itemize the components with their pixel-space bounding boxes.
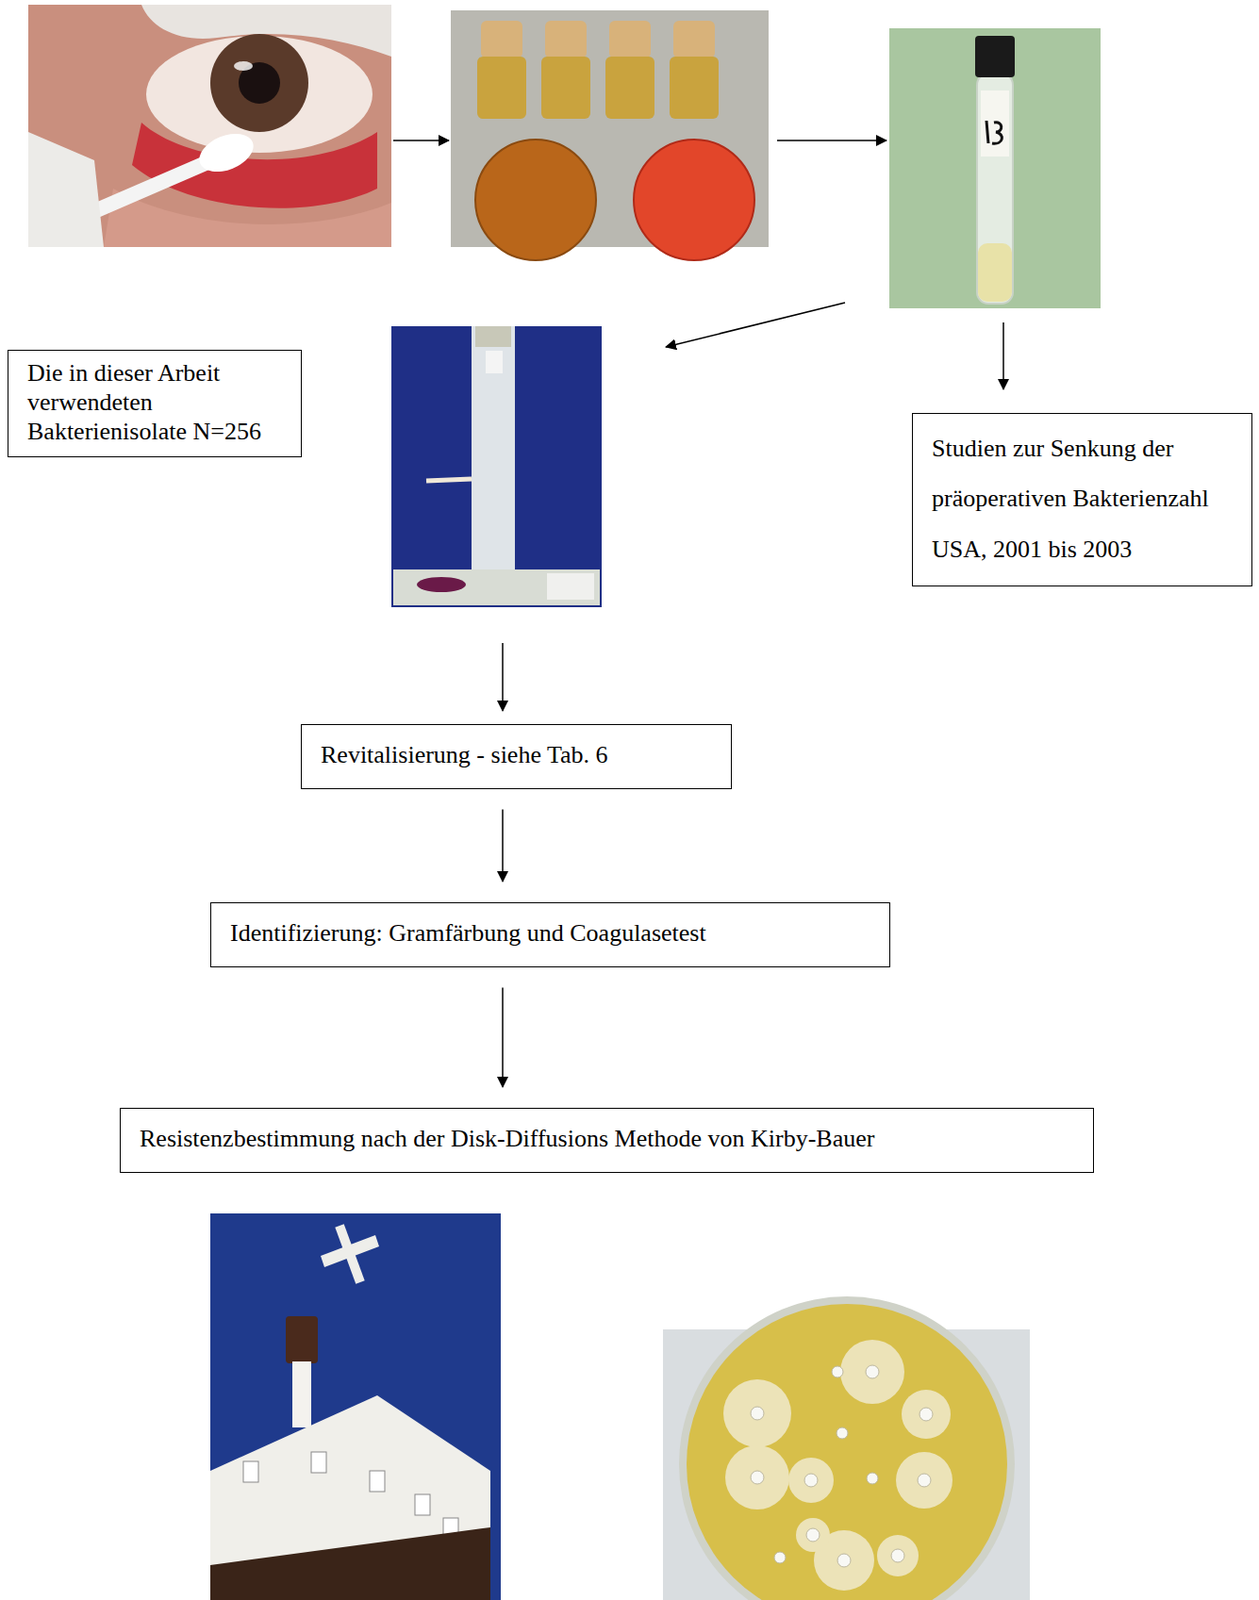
box-text: Resistenzbestimmung nach der Disk-Diffus… (139, 1124, 1084, 1156)
tube-slide-photo-part (393, 569, 600, 606)
culture-media-photo-part (475, 139, 597, 261)
note-box: Studien zur Senkung der präoperativen Ba… (911, 413, 1253, 587)
agar-plate-photo-part (723, 1379, 792, 1448)
eye-swab-photo-part (193, 126, 259, 180)
tube-slide-photo-part (426, 479, 472, 481)
broth-tube-photo-part (975, 35, 1015, 78)
agar-plate-photo-part (831, 1366, 844, 1378)
broth-tube-photo-part (977, 73, 1013, 304)
culture-media-photo-part (541, 56, 591, 119)
agar-plate-photo (662, 1296, 1030, 1600)
disk-dispenser-photo-part (339, 1225, 361, 1283)
agar-plate-photo-part (750, 1471, 764, 1485)
agar-plate-photo-part (788, 1457, 834, 1504)
agar-plate-photo-part (901, 1390, 951, 1440)
agar-plate-photo-part (795, 1518, 830, 1553)
tube-slide-photo-part (485, 350, 503, 374)
disk-dispenser-photo-part (210, 1527, 491, 1600)
flow-arrow (501, 988, 504, 1089)
tube-slide-photo (391, 326, 602, 608)
culture-media-photo-part (545, 20, 587, 59)
box-text: Die in dieser Arbeit verwendeten Bakteri… (27, 358, 292, 448)
box-text: Identifizierung: Gramfärbung und Coagula… (230, 918, 880, 950)
disk-dispenser-photo-part (369, 1471, 385, 1492)
agar-plate-photo-part (837, 1554, 851, 1568)
photo-flow-arrow-part (1002, 322, 1005, 390)
photo-flow-arrow-part (393, 139, 449, 142)
eye-swab-photo (28, 4, 392, 248)
photo-flow-arrow-part (501, 643, 504, 712)
culture-media-photo-part (605, 56, 655, 119)
photo-flow-arrow-part (777, 139, 887, 142)
eye-swab-photo-part (28, 132, 104, 248)
eye-swab-photo-part (210, 33, 309, 133)
box-text: Revitalisierung - siehe Tab. 6 (320, 740, 722, 772)
culture-media-photo-part (669, 56, 719, 119)
box-text: Studien zur Senkung der präoperativen Ba… (931, 423, 1243, 575)
process-box: Resistenzbestimmung nach der Disk-Diffus… (119, 1108, 1094, 1174)
culture-media-photo-part (477, 20, 719, 119)
agar-plate-photo-part (804, 1474, 818, 1488)
agar-plate-photo-part (840, 1340, 905, 1405)
photo-flow-arrow-part (665, 302, 845, 348)
broth-tube-photo-part (977, 243, 1012, 302)
culture-media-photo-part (480, 20, 523, 59)
broth-tube-photo-part (986, 120, 1002, 144)
tube-slide-photo-part (391, 326, 602, 608)
culture-media-photo-part (673, 20, 715, 59)
broth-tube-photo-part (889, 28, 1101, 309)
agar-plate-photo-part (836, 1427, 848, 1440)
disk-dispenser-photo-part (210, 1213, 501, 1600)
process-box: Revitalisierung - siehe Tab. 6 (300, 724, 732, 790)
agar-plate-photo-part (866, 1473, 878, 1485)
disk-dispenser-photo-part (210, 1395, 491, 1600)
agar-plate-photo-part (919, 1408, 933, 1422)
tube-slide-photo-part (471, 326, 515, 581)
note-box: Die in dieser Arbeit verwendeten Bakteri… (7, 349, 302, 458)
agar-plate-photo-part (806, 1528, 820, 1542)
flow-arrow (501, 810, 504, 883)
disk-dispenser-photo-part (243, 1461, 259, 1483)
eye-swab-photo-part (233, 61, 253, 71)
disk-dispenser-photo (210, 1213, 501, 1600)
tube-slide-photo-part (475, 326, 512, 348)
culture-media-photo-part (633, 139, 755, 261)
eye-swab-photo-part (132, 122, 378, 209)
disk-dispenser-photo-part (285, 1316, 318, 1364)
disk-dispenser-photo-part (311, 1452, 327, 1474)
agar-plate-photo-part (774, 1552, 786, 1564)
culture-media-photo-part (609, 20, 651, 59)
agar-plate-photo-part (891, 1549, 905, 1563)
process-box: Identifizierung: Gramfärbung und Coagula… (210, 902, 891, 968)
agar-plate-photo-part (865, 1365, 879, 1379)
agar-plate-photo-part (917, 1474, 931, 1488)
agar-plate-photo-part (679, 1296, 1015, 1600)
agar-plate-photo-part (725, 1445, 790, 1510)
disk-dispenser-photo-part (414, 1494, 431, 1516)
broth-tube-photo-part (980, 90, 1010, 157)
agar-plate-photo-part (686, 1304, 1008, 1600)
agar-plate-photo-part (750, 1365, 933, 1568)
eye-swab-photo-part (28, 4, 392, 248)
disk-dispenser-photo-part (292, 1361, 312, 1428)
agar-plate-photo-part (895, 1452, 953, 1509)
agar-plate-photo-part (877, 1535, 919, 1577)
eye-swab-photo-part (103, 188, 392, 248)
tube-slide-photo-part (546, 573, 595, 600)
tube-slide-photo-part (416, 577, 466, 593)
agar-plate-photo-part (750, 1407, 764, 1421)
broth-tube-photo (889, 28, 1101, 309)
culture-media-photo-part (477, 56, 527, 119)
culture-media-photo (450, 10, 769, 261)
